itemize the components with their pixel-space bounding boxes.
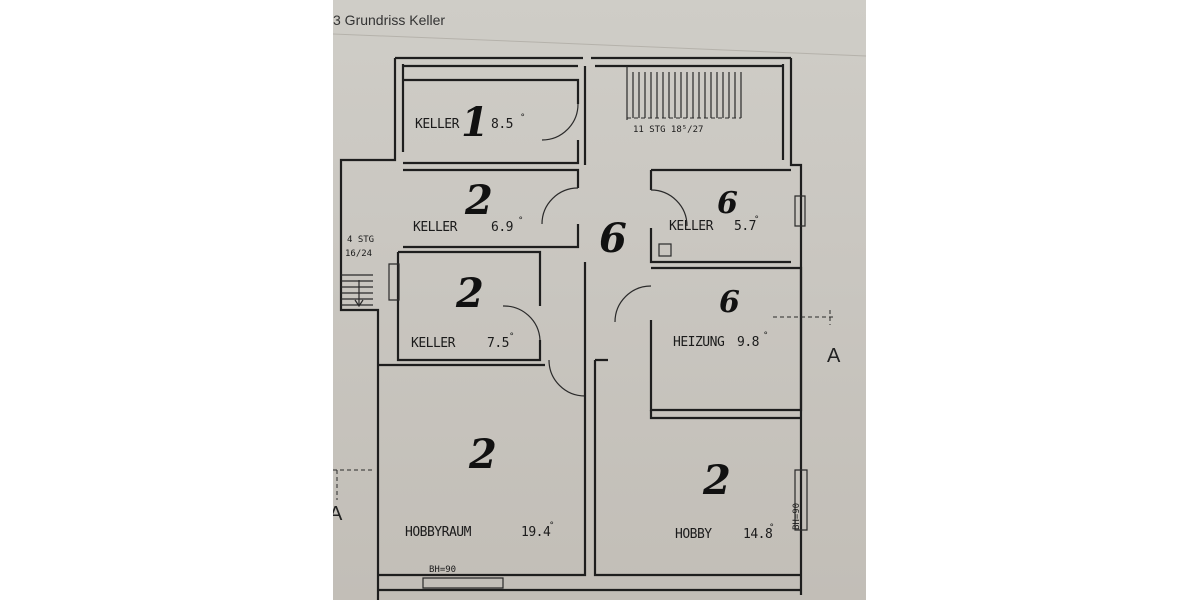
stair-label-top: 11 STG 18⁵/27 xyxy=(633,125,703,135)
stair-treads-top xyxy=(626,66,742,120)
degree-mark: ° xyxy=(518,216,523,226)
room-keller-4-walls xyxy=(396,250,542,362)
room-label-keller-1: KELLER xyxy=(415,117,460,132)
room-area-keller-1: 8.5 xyxy=(491,117,513,132)
room-label-keller-3: KELLER xyxy=(669,219,714,234)
window-note-hobbyraum: BH=90 xyxy=(429,565,456,575)
room-mark-heizung: 6 xyxy=(719,285,740,320)
door-keller-4 xyxy=(502,305,541,341)
stair-treads-left xyxy=(341,274,373,306)
room-label-hobby: HOBBY xyxy=(675,527,712,542)
room-mark-hobby: 2 xyxy=(702,457,731,504)
door-heizung xyxy=(614,285,652,323)
paper-edge xyxy=(333,33,866,57)
hall-mark: 6 xyxy=(599,215,627,262)
window-note-hobby: BH=90 xyxy=(792,503,802,530)
room-hobby-walls xyxy=(593,358,801,577)
section-line-right xyxy=(773,310,833,325)
window-keller-4 xyxy=(388,263,400,301)
degree-mark: ° xyxy=(754,215,759,225)
room-area-keller-2: 6.9 xyxy=(491,220,513,235)
room-keller-2-walls xyxy=(403,168,580,249)
section-mark-right: A xyxy=(827,345,841,367)
room-label-hobbyraum: HOBBYRAUM xyxy=(405,525,472,540)
room-mark-keller-4: 2 xyxy=(455,270,484,317)
door-keller-2 xyxy=(541,187,579,225)
floor-plan-photo: 3 Grundriss Keller xyxy=(333,0,866,600)
degree-mark: ° xyxy=(509,332,514,342)
chimney-shaft xyxy=(658,243,672,257)
room-mark-hobbyraum: 2 xyxy=(468,431,497,478)
room-area-keller-3: 5.7 xyxy=(734,219,756,234)
window-keller-3 xyxy=(794,195,806,227)
room-label-keller-4: KELLER xyxy=(411,336,456,351)
floor-plan-drawing: KELLER 8.5 ° 1 KELLER 6.9 ° 2 KELLER 5.7… xyxy=(333,33,866,600)
outer-wall-left xyxy=(339,58,397,600)
room-keller-1-walls xyxy=(403,78,580,165)
room-hobbyraum-walls xyxy=(378,360,587,577)
window-hobby xyxy=(794,469,808,531)
section-line-left xyxy=(333,469,373,500)
door-keller-1 xyxy=(541,103,579,141)
stair-label-left-line1: 4 STG xyxy=(347,235,374,245)
room-label-keller-2: KELLER xyxy=(413,220,458,235)
room-mark-keller-2: 2 xyxy=(464,177,493,224)
stair-arrow-left xyxy=(354,280,364,308)
room-area-keller-4: 7.5 xyxy=(487,336,509,351)
section-mark-left: A xyxy=(333,503,343,525)
plan-caption: 3 Grundriss Keller xyxy=(333,12,446,28)
degree-mark: ° xyxy=(763,331,768,341)
degree-mark: ° xyxy=(520,113,525,123)
room-area-hobbyraum: 19.4 xyxy=(521,525,551,540)
room-heizung-walls xyxy=(649,266,803,412)
room-label-heizung: HEIZUNG xyxy=(673,335,725,350)
room-mark-keller-3: 6 xyxy=(717,186,738,221)
room-area-hobby: 14.8 xyxy=(743,527,772,542)
window-hobbyraum xyxy=(422,577,504,589)
room-mark-keller-1: 1 xyxy=(461,99,489,146)
room-area-heizung: 9.8 xyxy=(737,335,759,350)
degree-mark: ° xyxy=(549,521,554,531)
room-keller-3-walls xyxy=(649,168,791,264)
door-hobbyraum xyxy=(548,359,586,397)
door-keller-3 xyxy=(650,189,688,227)
stair-label-left-line2: 16/24 xyxy=(345,249,372,259)
degree-mark: ° xyxy=(769,523,774,533)
